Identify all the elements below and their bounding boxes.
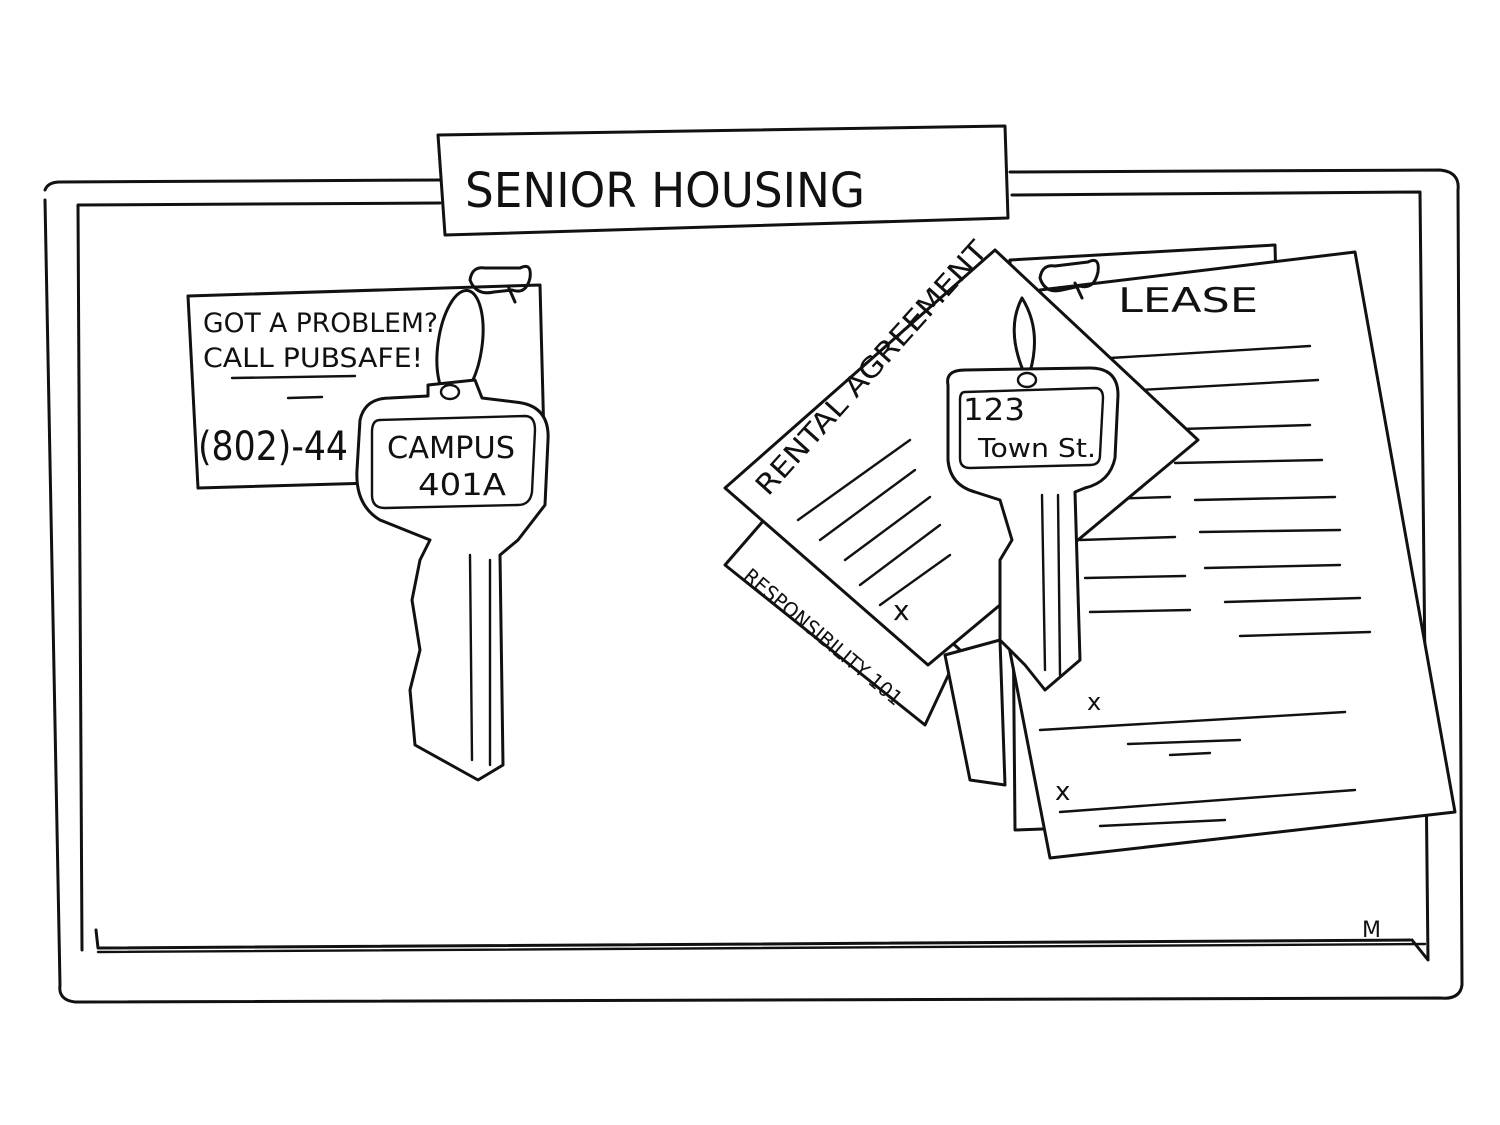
title-sign-box xyxy=(436,124,1010,237)
bulletin-board xyxy=(43,168,1464,1004)
note-underline xyxy=(230,374,357,380)
board-inner-frame xyxy=(76,190,1430,962)
board-outer-frame xyxy=(43,168,1464,1004)
artist-signature: M xyxy=(1362,918,1381,943)
document-stack: LEASE x x RESPONSIBILITY 101 xyxy=(723,234,1457,860)
town-key-hole xyxy=(1016,371,1038,389)
campus-key-groove xyxy=(468,553,492,767)
board-bottom-edge xyxy=(96,942,1427,954)
town-key-body xyxy=(946,366,1120,692)
title-text: SENIOR HOUSING xyxy=(465,163,865,219)
pushpin-right xyxy=(1038,258,1100,300)
town-key: 123 Town St. xyxy=(946,258,1120,692)
responsibility-sheet-back xyxy=(943,638,1007,787)
note-line1: GOT A PROBLEM? xyxy=(203,308,438,339)
lease-text-lines xyxy=(1038,344,1372,828)
town-key-label-frame xyxy=(958,386,1105,470)
key-ring-right xyxy=(1012,296,1036,377)
title-sign: SENIOR HOUSING xyxy=(436,124,1010,237)
town-key-line2: Town St. xyxy=(977,434,1096,464)
note-phone: (802)-44 xyxy=(198,424,348,470)
lease-title: LEASE xyxy=(1118,281,1258,321)
campus-key-body xyxy=(355,378,550,782)
lease-signature-mark-2: x xyxy=(1055,777,1070,807)
campus-key-line2: 401A xyxy=(418,468,507,503)
town-key-line1: 123 xyxy=(963,393,1025,428)
note-line2: CALL PUBSAFE! xyxy=(203,343,423,374)
campus-key-label-frame xyxy=(370,414,537,510)
lease-signature-mark-1: x xyxy=(1087,688,1101,716)
town-key-groove xyxy=(1040,493,1062,677)
campus-key: CAMPUS 401A xyxy=(355,264,550,782)
rental-signature-mark: x xyxy=(893,594,910,627)
campus-key-line1: CAMPUS xyxy=(387,431,515,466)
note-dash xyxy=(286,395,324,400)
pushpin-left xyxy=(468,264,532,304)
campus-key-hole xyxy=(439,383,461,401)
rental-agreement-text-lines xyxy=(796,438,952,607)
